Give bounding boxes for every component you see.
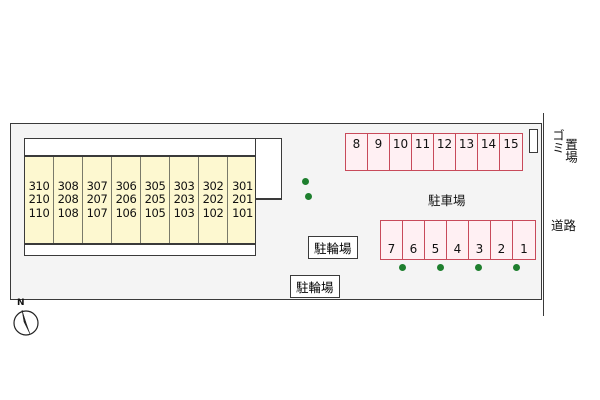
unit-number: 307 [86,178,108,193]
unit-number: 308 [57,178,79,193]
parking-space: 9 [368,134,390,170]
unit-number: 103 [173,205,195,220]
unit-number: 203 [173,192,195,207]
tree-icon [475,264,482,271]
building-corridor [24,138,256,156]
building-connector-line [256,199,282,200]
unit-number: 105 [144,205,166,220]
parking-space: 6 [403,221,425,259]
unit-number: 107 [86,205,108,220]
parking-space: 12 [434,134,456,170]
building-stair-block [255,138,282,199]
garbage-box-icon [529,129,538,153]
parking-space: 10 [390,134,412,170]
unit-number: 206 [115,192,137,207]
unit-number: 205 [144,192,166,207]
unit-number: 207 [86,192,108,207]
tree-icon [399,264,406,271]
parking-space: 14 [478,134,500,170]
parking-label: 駐車場 [428,193,466,208]
unit-number: 310 [28,178,50,193]
north-label: N [17,298,25,308]
unit-number: 110 [28,205,50,220]
unit-number: 306 [115,178,137,193]
parking-space: 8 [346,134,368,170]
parking-space: 7 [381,221,403,259]
tree-icon [513,264,520,271]
unit-number: 210 [28,192,50,207]
unit-number: 208 [57,192,79,207]
tree-icon [305,193,312,200]
unit-number: 302 [202,178,224,193]
parking-space: 2 [491,221,513,259]
parking-space: 3 [469,221,491,259]
bicycle-parking-label: 駐輪場 [308,236,358,259]
parking-space: 5 [425,221,447,259]
garbage-label-col1: ゴミ [550,129,565,154]
unit-number: 101 [232,205,253,220]
parking-space: 1 [520,242,528,256]
unit-number: 106 [115,205,137,220]
road-label: 道路 [551,218,577,233]
tree-icon [437,264,444,271]
unit-number: 201 [232,192,253,207]
parking-space: 15 [503,137,519,151]
unit-number: 301 [232,178,253,193]
tree-icon [302,178,309,185]
unit-number: 102 [202,205,224,220]
building-balcony [24,244,256,256]
road-edge-line [543,113,544,316]
parking-space: 4 [447,221,469,259]
garbage-label-col2: 置場 [563,138,578,163]
compass: N [10,298,44,338]
compass-icon [13,309,39,336]
unit-number: 108 [57,205,79,220]
unit-number: 305 [144,178,166,193]
parking-space: 13 [456,134,478,170]
unit-number: 303 [173,178,195,193]
parking-space: 11 [412,134,434,170]
unit-number: 202 [202,192,224,207]
bicycle-parking-label: 駐輪場 [290,275,340,298]
